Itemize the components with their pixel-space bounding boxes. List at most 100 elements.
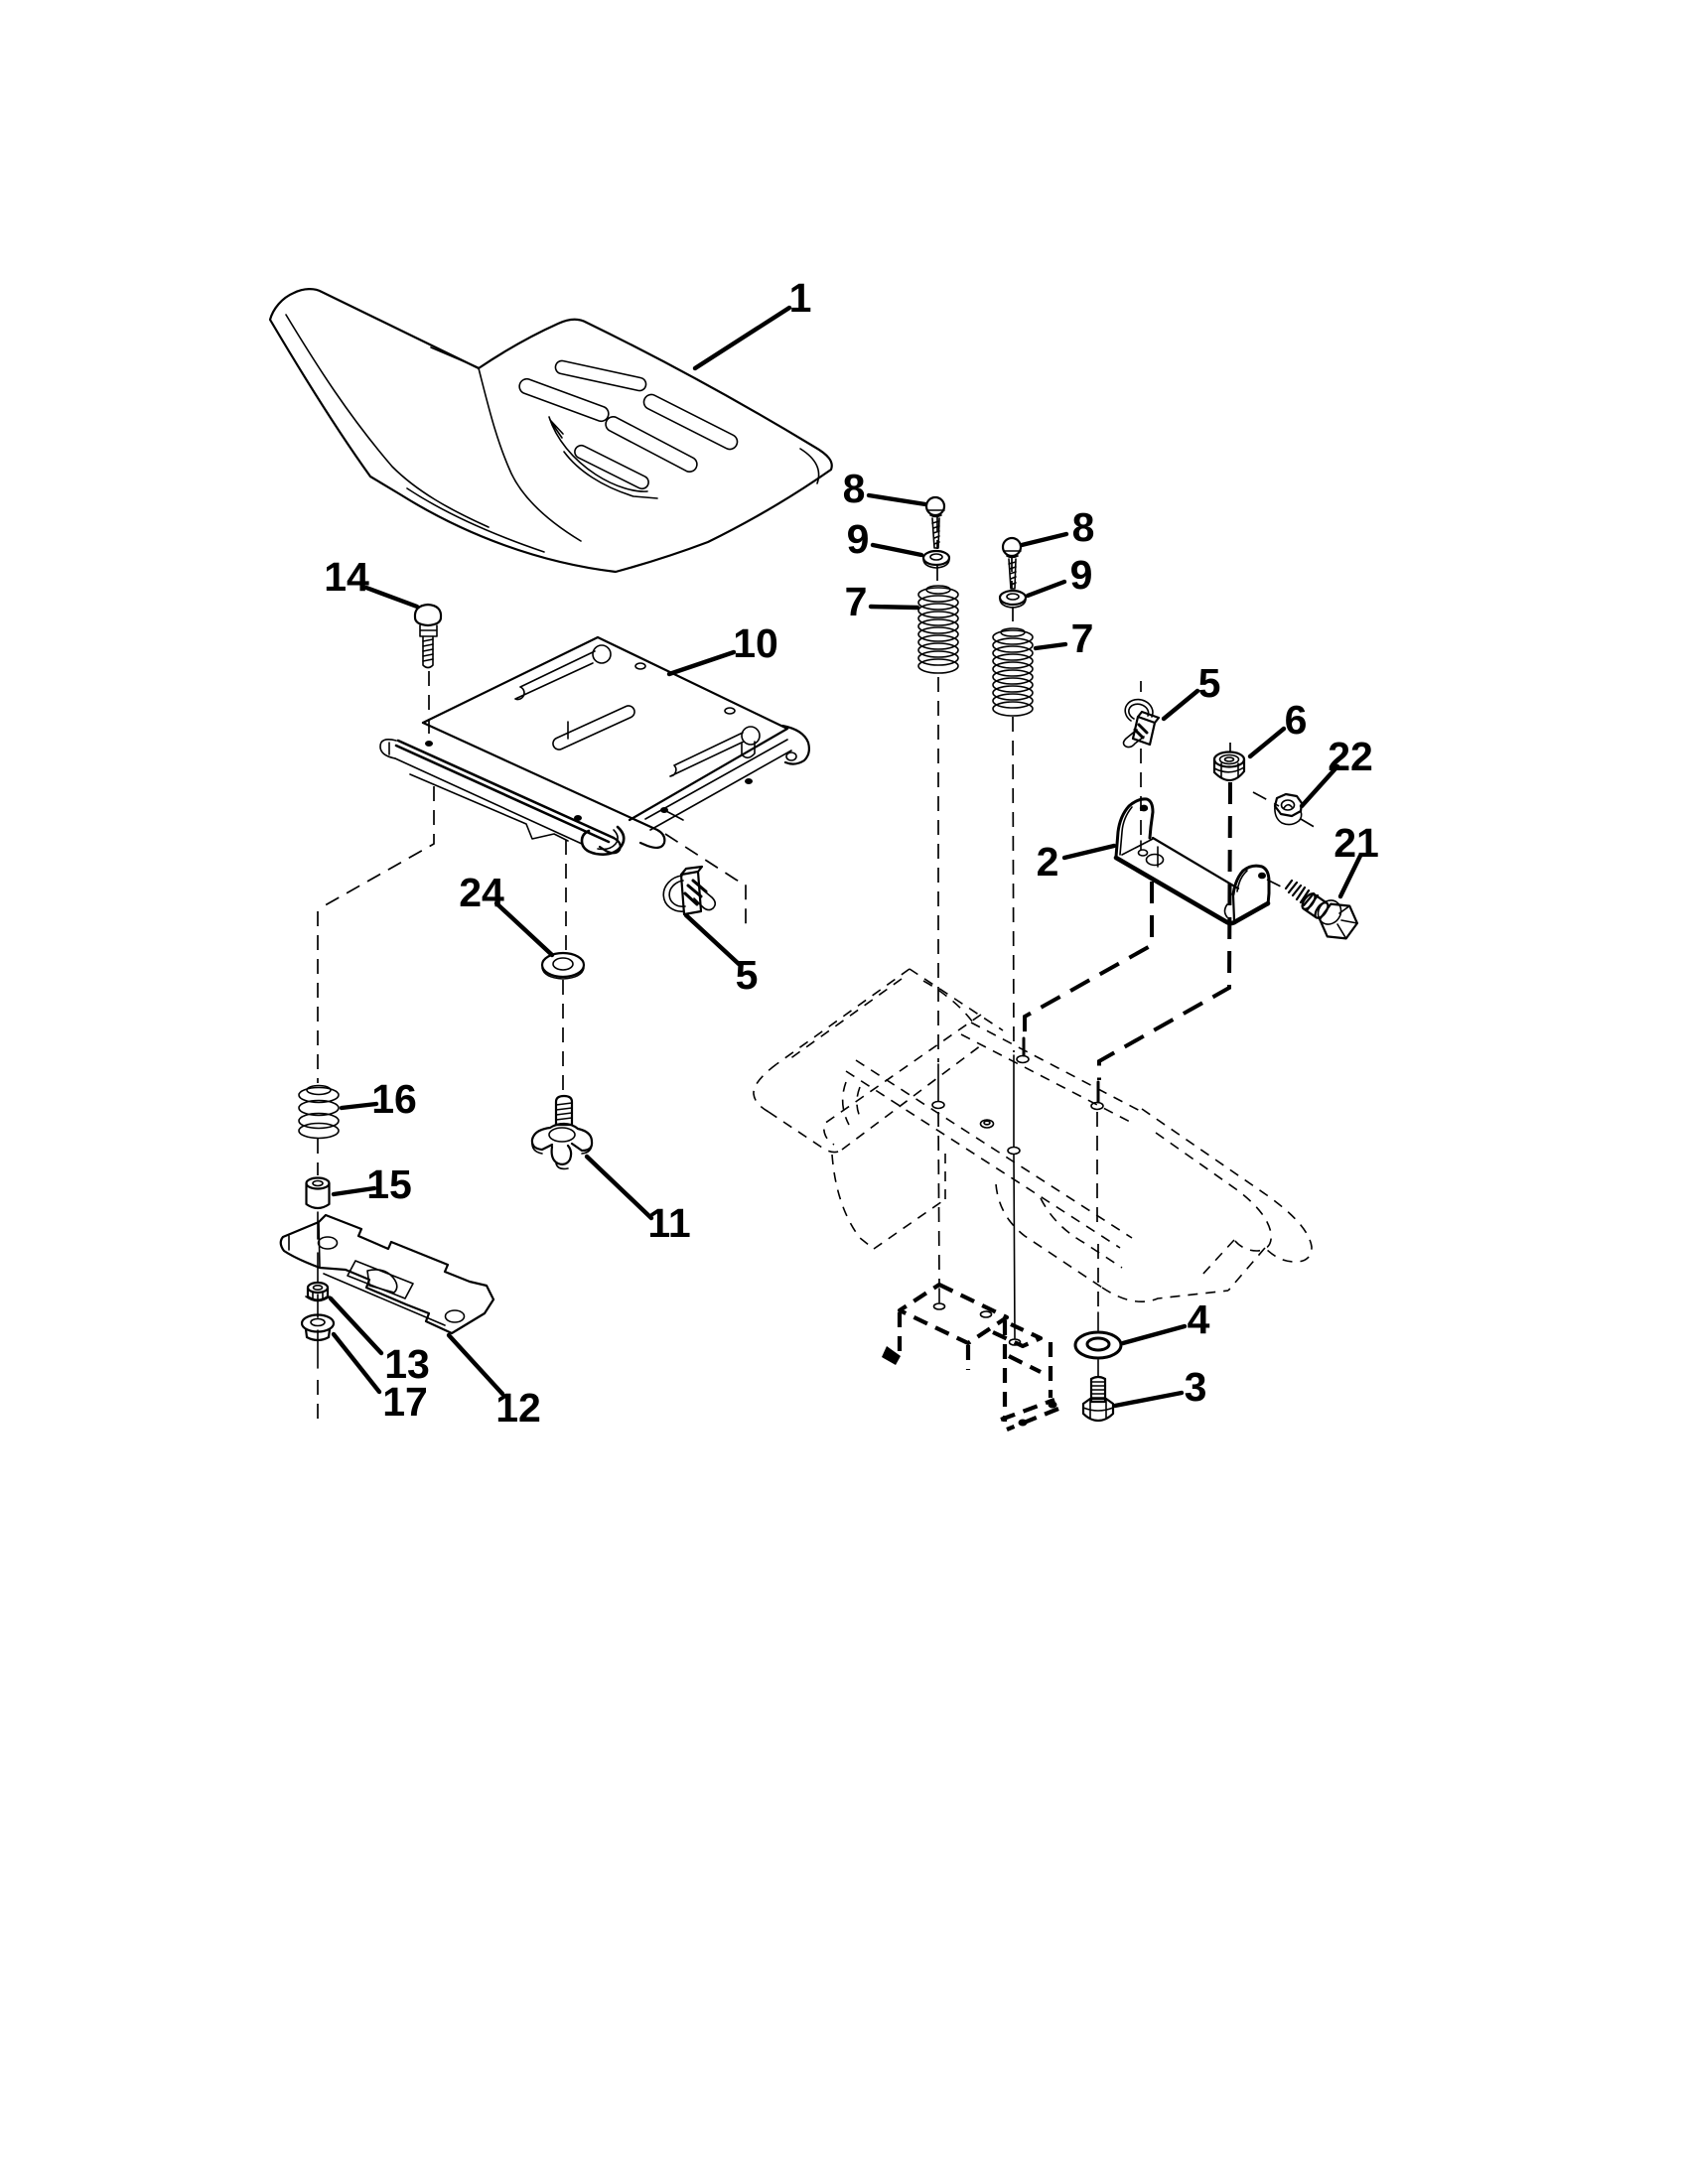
nut6-body [1212,757,1246,782]
fender-right-wing-lower-2 [1200,1239,1235,1277]
bracket2-ear-base-fold [1121,838,1154,856]
plate10-slot3-pin [741,741,756,759]
axis-spring7R-end [1013,1054,1016,1339]
plate10-rivet-2 [574,815,582,821]
part-spring-small [298,1084,340,1140]
fender-deck-corner-curve [922,980,974,1024]
spring7L-coils [917,587,959,674]
part-shoulder-bolt [1284,879,1358,940]
spring7R-coils [992,629,1034,717]
bracket2-web-hole-large [1145,853,1165,867]
clip5R-loop-outer [1124,698,1154,722]
clip5R-tab [1122,729,1145,749]
lowerbracket-left-foot [882,1346,901,1365]
seat-vent-slot-e [574,444,649,490]
spacer15-top [305,1176,331,1190]
bracket2-web-hole-small [1137,849,1149,857]
fender-hole-leg-a [1016,1054,1030,1064]
fender-right-leg-bottom [1101,1287,1229,1302]
spring16-coils [298,1086,340,1140]
fender-hole-center-inner [983,1120,991,1126]
clip5L-loop-outer [662,875,685,912]
clip5L-plate [679,865,704,916]
lowerbracket-right-step [992,1322,1044,1349]
washer9L-side [922,559,950,569]
fender-right-wing-lower-1 [1227,1247,1266,1292]
axis-nut22 [1252,791,1319,830]
part-label-9L: 9 [847,516,870,562]
bolt14-shank [422,635,434,669]
fender-wing-bottom-edge [768,1111,843,1154]
axis-leg-a [1023,882,1154,1036]
axis-bolt21 [1266,879,1286,889]
fender-left-leg-left [831,1154,875,1250]
part-label-14: 14 [324,554,369,600]
clip5R-spring-strokes [1133,723,1149,740]
part-label-12: 12 [495,1385,541,1431]
plate10-front-roll [580,825,626,856]
washer9L-outer [921,549,951,567]
seat-right-corner-lip [799,448,820,484]
lowerbracket-hole-center [979,1310,993,1318]
lowerbracket-foot-dot-1 [1018,1419,1028,1427]
bracket2-left-ear-hole [1139,804,1149,812]
plate12-hole-left [317,1236,339,1250]
part-label-24: 24 [459,870,504,915]
plate10-clip-stub [663,809,684,821]
leader-line-7R [1033,641,1068,651]
part-label-16: 16 [371,1076,417,1122]
axis-lines [317,516,1319,1422]
part-label-13: 13 [384,1341,430,1387]
part-label-15: 15 [366,1161,412,1207]
washer9R-outer [998,589,1028,607]
leader-line-7L [868,604,920,611]
part-label-9R: 9 [1070,552,1093,598]
seat-vent-slot-d [642,393,739,451]
leader-line-16 [339,1101,379,1111]
nut22-hole [1280,799,1296,811]
part-seat-bracket [1113,797,1271,926]
leader-line-12 [446,1332,505,1397]
spacer15-body [305,1181,331,1210]
washer9L-inner [929,553,943,561]
bolt21-head-face [1317,899,1342,925]
plate10-hole-1 [634,662,646,670]
fender-wing-top-left-edge [775,968,911,1065]
part-retainer-clip-right [1122,698,1161,749]
plate10-slot3-keyhole [741,726,761,746]
seat-vent-slot-a [554,359,647,392]
bracket2-web-back-edge [1151,836,1240,890]
leader-line-13 [328,1296,384,1356]
plate10-front-left-edge [421,721,666,850]
spring7R-coil-10 [992,701,1034,717]
screw8L-head-base [926,509,945,518]
part-label-8R: 8 [1072,504,1095,550]
part-adjust-knob [530,1094,594,1170]
plate10-rail-back-b [394,744,611,844]
spring7R-coil-7 [992,677,1034,693]
part-screw-left [924,495,946,549]
plate10-hinge-tab [780,724,810,765]
plate12-hole-right [444,1309,466,1323]
part-label-7L: 7 [845,579,868,624]
bolt3-head [1081,1397,1115,1423]
knob11-body [530,1122,594,1165]
fender-right-wing-outer [1141,1108,1313,1263]
nut13-hole [312,1285,324,1292]
spring7L-coil-10 [917,658,959,674]
plate10-right-flange [644,739,792,831]
plate10-hole-2 [724,707,736,715]
leader-line-14 [363,585,420,610]
clip5L-spring-strokes [683,879,708,906]
nut13-facets [312,1291,324,1300]
spring16-coil-2 [298,1099,340,1117]
lowerbracket-top-face [897,1282,1010,1346]
spring7L-coil-5 [917,618,959,634]
leader-line-3 [1112,1390,1185,1409]
plate10-slot1 [514,650,596,701]
spring7L-coil-3 [917,603,959,618]
fender-crease-left-2 [856,1086,863,1122]
fender-wing-inner-edge [822,1014,982,1146]
part-label-21: 21 [1333,820,1379,866]
